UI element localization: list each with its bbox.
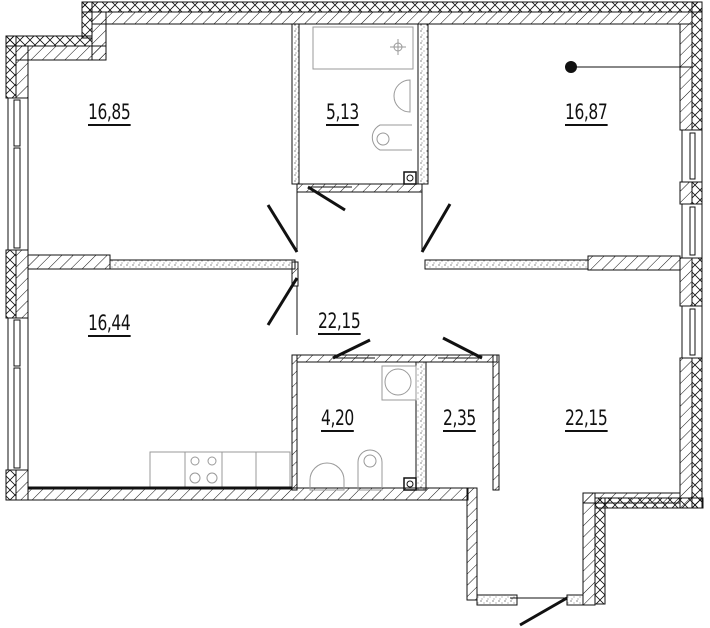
- area-label-storage: 2,35: [443, 406, 476, 432]
- washing-machine-icon: [381, 365, 417, 401]
- toilet-icon-wc: [357, 449, 383, 491]
- area-label-kitchen: 16,44: [88, 311, 131, 337]
- doors: [266, 185, 568, 627]
- bathtub-icon: [312, 26, 414, 70]
- partition-walls: [109, 23, 589, 606]
- area-label-hallway: 22,15: [318, 309, 361, 335]
- vent-shafts: [403, 171, 417, 491]
- area-label-bathroom: 5,13: [326, 100, 359, 126]
- area-label-top-right: 16,87: [565, 100, 608, 126]
- area-label-living: 22,15: [565, 406, 608, 432]
- area-label-top-left: 16,85: [88, 100, 131, 126]
- kitchen-counter: [149, 451, 291, 489]
- fixtures: [149, 26, 417, 491]
- toilet-icon: [371, 124, 412, 151]
- windows: [7, 97, 703, 471]
- sink-icon-wc: [309, 462, 345, 491]
- area-label-wc: 4,20: [321, 406, 354, 432]
- exterior-insulation: [5, 1, 704, 605]
- structural-walls: [15, 11, 693, 606]
- sink-icon: [393, 79, 411, 113]
